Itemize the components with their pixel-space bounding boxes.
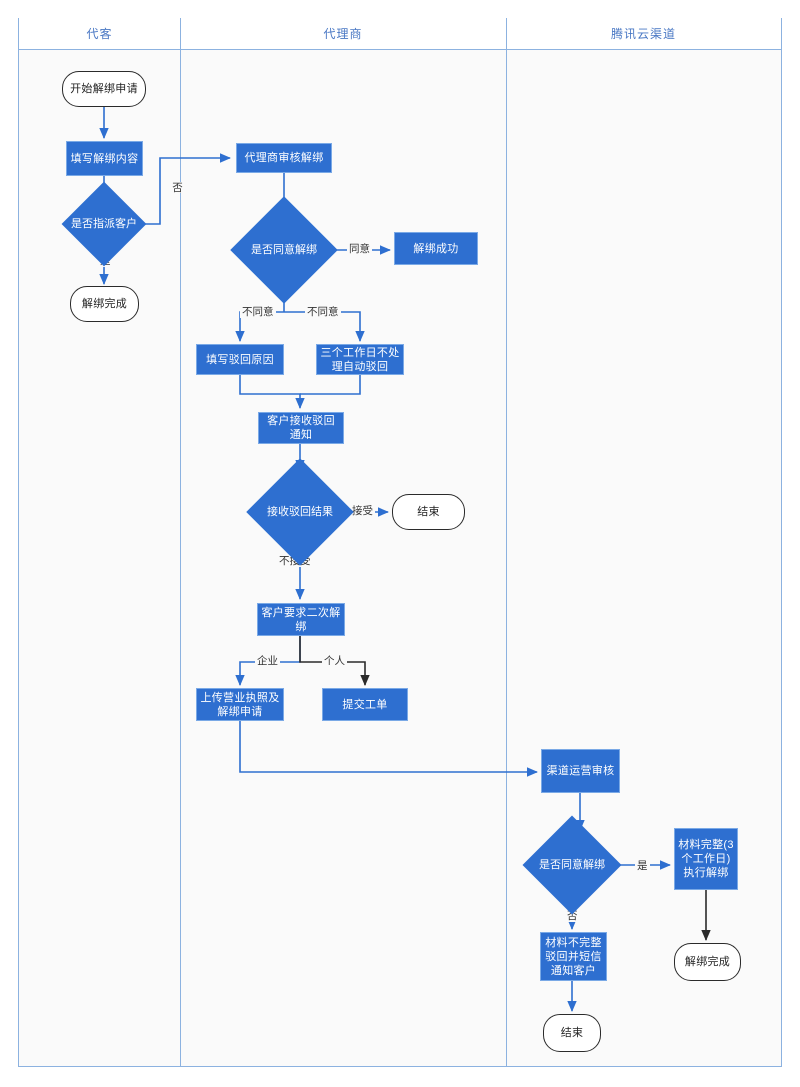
node-label: 是否指派客户 xyxy=(71,218,137,230)
node-customer-receive-reject[interactable]: 客户接收驳回通知 xyxy=(258,412,344,444)
edge-label-individual: 个人 xyxy=(322,655,347,667)
edge-label-agree: 同意 xyxy=(347,243,372,255)
node-end-middle[interactable]: 结束 xyxy=(392,494,465,530)
lane-header-agent: 代理商 xyxy=(180,18,506,50)
node-label: 是否同意解绑 xyxy=(539,859,605,871)
node-unbind-success[interactable]: 解绑成功 xyxy=(394,232,478,265)
edge-label-no-right: 否 xyxy=(565,910,580,922)
node-fill-reject-reason[interactable]: 填写驳回原因 xyxy=(196,344,284,375)
edge-label-disagree-left: 不同意 xyxy=(240,306,276,318)
node-receive-reject-result[interactable]: 接收驳回结果 xyxy=(246,458,354,566)
node-upload-license[interactable]: 上传营业执照及解绑申请 xyxy=(196,688,284,721)
node-agent-agree[interactable]: 是否同意解绑 xyxy=(230,196,338,304)
node-start-apply[interactable]: 开始解绑申请 xyxy=(62,71,146,107)
node-tencent-agree[interactable]: 是否同意解绑 xyxy=(522,815,622,915)
node-unbind-done-right[interactable]: 解绑完成 xyxy=(674,943,741,981)
node-label: 是否同意解绑 xyxy=(251,244,317,256)
lane-divider-1 xyxy=(180,18,181,1067)
lane-divider-2 xyxy=(506,18,507,1067)
lane-label-agent: 代理商 xyxy=(323,27,363,41)
edge-label-accept: 接受 xyxy=(350,505,375,517)
lane-label-tencent: 腾讯云渠道 xyxy=(610,27,676,41)
node-agent-review[interactable]: 代理商审核解绑 xyxy=(236,143,332,173)
edge-label-yes-right: 是 xyxy=(635,860,650,872)
lane-label-customer: 代客 xyxy=(86,27,113,41)
node-unbind-done-left[interactable]: 解绑完成 xyxy=(70,286,139,322)
node-channel-ops-review[interactable]: 渠道运营审核 xyxy=(541,749,620,793)
edge-label-disagree-right: 不同意 xyxy=(305,306,341,318)
node-submit-ticket[interactable]: 提交工单 xyxy=(322,688,408,721)
edge-label-enterprise: 企业 xyxy=(255,655,280,667)
node-is-named-customer[interactable]: 是否指派客户 xyxy=(61,181,147,267)
node-auto-reject-3days[interactable]: 三个工作日不处理自动驳回 xyxy=(316,344,404,375)
edge-label-no-to-agent: 否 xyxy=(169,182,185,193)
node-customer-second-request[interactable]: 客户要求二次解绑 xyxy=(257,603,345,636)
node-fill-content[interactable]: 填写解绑内容 xyxy=(66,141,143,176)
lane-header-customer: 代客 xyxy=(19,18,180,50)
node-material-incomplete[interactable]: 材料不完整驳回并短信通知客户 xyxy=(540,932,607,981)
lane-header-tencent: 腾讯云渠道 xyxy=(506,18,781,50)
node-material-complete[interactable]: 材料完整(3个工作日) 执行解绑 xyxy=(674,828,738,890)
node-label: 接收驳回结果 xyxy=(267,506,333,518)
node-end-right[interactable]: 结束 xyxy=(543,1014,601,1052)
